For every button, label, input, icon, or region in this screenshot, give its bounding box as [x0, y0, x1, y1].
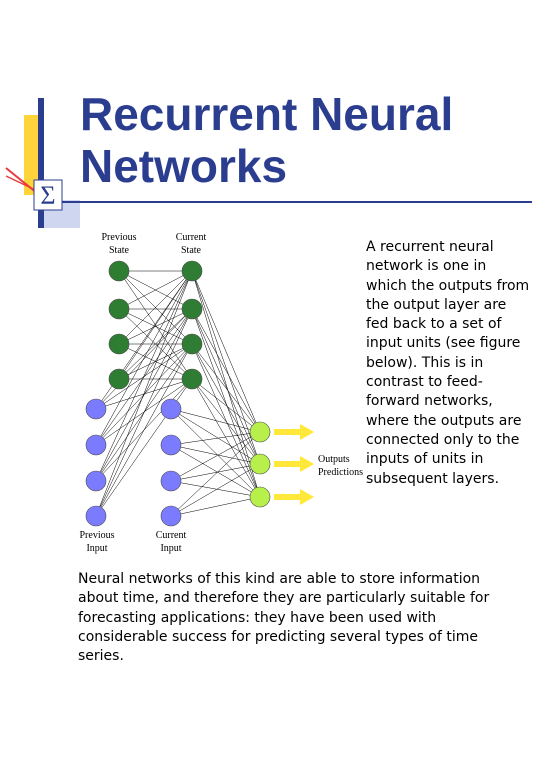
label-outputs: Outputs	[318, 454, 350, 465]
current-state-node	[181, 260, 203, 282]
output-node	[249, 486, 271, 508]
previous-input-node	[85, 434, 107, 456]
edge-input-to-output	[170, 408, 261, 465]
edge-prev-input-to-current-state	[95, 308, 193, 482]
edge-input-to-output	[170, 431, 261, 517]
edge-state-to-output	[191, 343, 261, 433]
title-line-1: Recurrent Neural	[80, 88, 454, 140]
output-arrow-icon	[274, 456, 314, 472]
title-line-2: Networks	[80, 140, 288, 192]
edge-input-to-output	[170, 408, 261, 498]
sigma-logo: Σ	[5, 98, 80, 228]
current-state-node	[181, 298, 203, 320]
network-nodes	[85, 260, 314, 527]
current-input-node	[160, 470, 182, 492]
current-input-node	[160, 505, 182, 527]
output-arrow-icon	[274, 489, 314, 505]
output-arrow-icon	[274, 424, 314, 440]
label-current-state-1: Current	[176, 232, 207, 243]
sigma-symbol: Σ	[40, 181, 55, 210]
connection-lines	[95, 270, 261, 517]
slide-title: Recurrent Neural Networks	[80, 88, 520, 192]
previous-state-node	[108, 368, 130, 390]
previous-state-node	[108, 260, 130, 282]
edge-state-to-output	[191, 270, 261, 465]
edge-prev-input-to-current-state	[95, 270, 193, 446]
label-previous-input-2: Input	[86, 543, 107, 554]
edge-prev-state-to-current-state	[118, 270, 193, 380]
previous-input-node	[85, 505, 107, 527]
edge-state-to-output	[191, 308, 261, 465]
edge-input-to-output	[170, 444, 261, 498]
edge-input-to-output	[170, 463, 261, 517]
bottom-description: Neural networks of this kind are able to…	[78, 571, 490, 665]
edge-state-to-output	[191, 378, 261, 498]
output-node	[249, 453, 271, 475]
current-input-node	[160, 398, 182, 420]
previous-state-node	[108, 298, 130, 320]
current-state-node	[181, 368, 203, 390]
edge-prev-input-to-current-state	[95, 270, 193, 482]
edge-prev-input-to-current-state	[95, 343, 193, 517]
label-previous-input-1: Previous	[80, 530, 115, 541]
side-description: A recurrent neural network is one in whi…	[366, 239, 530, 487]
edge-prev-state-to-current-state	[118, 308, 193, 345]
edge-state-to-output	[191, 270, 261, 433]
edge-state-to-output	[191, 308, 261, 498]
previous-state-node	[108, 333, 130, 355]
label-current-input-1: Current	[156, 530, 187, 541]
edge-state-to-output	[191, 378, 261, 465]
edge-prev-state-to-current-state	[118, 343, 193, 380]
edge-input-to-output	[170, 444, 261, 465]
edge-state-to-output	[191, 378, 261, 433]
edge-prev-state-to-current-state	[118, 308, 193, 380]
recurrent-network-diagram: Previous State Current State Previous In…	[80, 232, 364, 554]
edge-prev-input-to-current-state	[95, 270, 193, 517]
label-current-state-2: State	[181, 245, 202, 256]
edge-prev-input-to-current-state	[95, 308, 193, 410]
label-current-input-2: Input	[160, 543, 181, 554]
label-previous-state-2: State	[109, 245, 130, 256]
current-input-node	[160, 434, 182, 456]
title-divider	[62, 201, 532, 203]
edge-input-to-output	[170, 408, 261, 433]
edge-input-to-output	[170, 463, 261, 482]
edge-input-to-output	[170, 431, 261, 446]
edge-state-to-output	[191, 343, 261, 498]
previous-input-node	[85, 470, 107, 492]
edge-prev-state-to-current-state	[118, 270, 193, 310]
edge-state-to-output	[191, 308, 261, 433]
edge-input-to-output	[170, 431, 261, 482]
edge-prev-input-to-current-state	[95, 308, 193, 446]
output-node	[249, 421, 271, 443]
current-state-node	[181, 333, 203, 355]
previous-input-node	[85, 398, 107, 420]
edge-input-to-output	[170, 480, 261, 498]
edge-input-to-output	[170, 496, 261, 517]
edge-prev-input-to-current-state	[95, 308, 193, 517]
label-previous-state-1: Previous	[102, 232, 137, 243]
label-predictions: Predictions	[318, 467, 363, 478]
edge-state-to-output	[191, 270, 261, 498]
edge-state-to-output	[191, 343, 261, 465]
edge-prev-state-to-current-state	[118, 270, 193, 345]
